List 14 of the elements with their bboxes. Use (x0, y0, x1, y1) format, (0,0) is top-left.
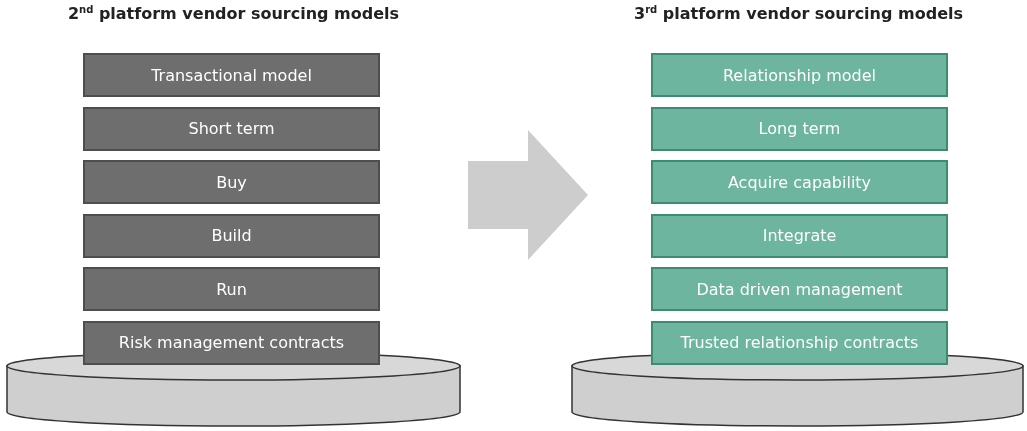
model-box: Transactional model (83, 53, 380, 97)
model-box: Acquire capability (651, 160, 948, 204)
stack-heading: 2$^{nd}$ platform vendor sourcing models (66, 4, 401, 24)
stack-heading: 3$^{rd}$ platform vendor sourcing models (633, 4, 964, 24)
model-box: Risk management contracts (83, 320, 380, 365)
model-box: Relationship model (651, 53, 948, 97)
model-box: Integrate (651, 213, 948, 258)
model-box: Data driven management (651, 267, 948, 311)
model-box: Build (83, 213, 380, 258)
model-box: Long term (651, 106, 948, 151)
model-box: Trusted relationship contracts (651, 320, 948, 365)
model-box: Run (83, 267, 380, 311)
model-box: Buy (83, 160, 380, 204)
model-box: Short term (83, 106, 380, 151)
